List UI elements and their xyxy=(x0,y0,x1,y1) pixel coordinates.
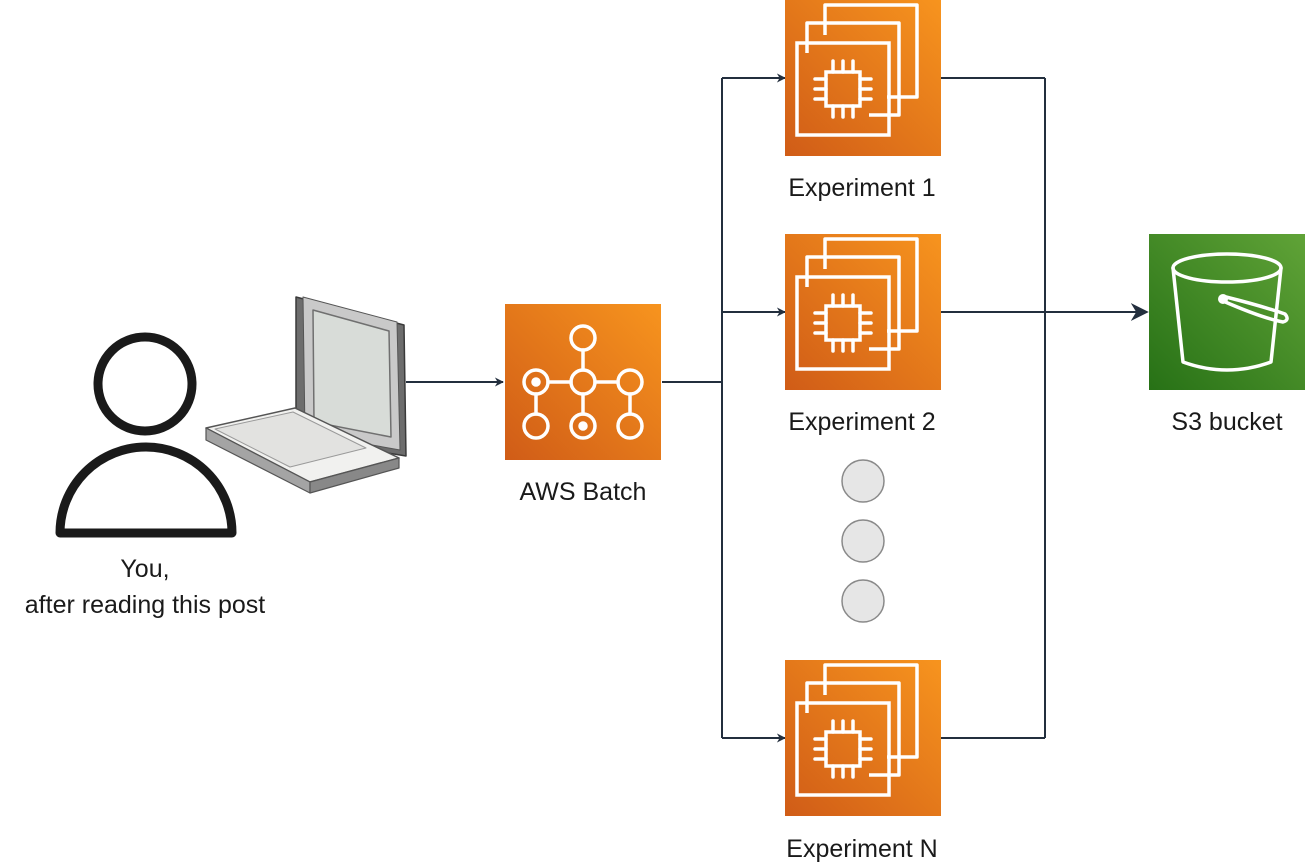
experiment-node-1: Experiment 1 xyxy=(785,0,941,202)
ellipsis-dot xyxy=(841,519,885,563)
ec2-instances-icon xyxy=(785,660,941,816)
ec2-instances-icon xyxy=(785,0,941,156)
s3-bucket-icon xyxy=(1149,234,1305,390)
aws-batch-icon xyxy=(505,304,661,460)
s3-bucket-label: S3 bucket xyxy=(1171,408,1282,436)
connectors xyxy=(406,73,1149,743)
aws-batch-node: AWS Batch xyxy=(505,304,661,506)
ellipsis-dot xyxy=(841,579,885,623)
experiment-label-2: Experiment 2 xyxy=(788,408,935,436)
user-node: You, after reading this post xyxy=(25,332,265,619)
s3-bucket-node: S3 bucket xyxy=(1149,234,1305,436)
user-label-line2: after reading this post xyxy=(25,591,265,619)
laptop-icon xyxy=(205,296,407,494)
experiment-label-n: Experiment N xyxy=(786,835,937,863)
user-label-line1: You, xyxy=(120,555,169,583)
aws-batch-label: AWS Batch xyxy=(520,478,647,506)
ec2-instances-icon xyxy=(785,234,941,390)
experiment-label-1: Experiment 1 xyxy=(788,174,935,202)
experiment-node-2: Experiment 2 xyxy=(785,234,941,436)
user-icon xyxy=(55,332,237,538)
experiment-node-n: Experiment N xyxy=(785,660,941,863)
ellipsis-dot xyxy=(841,459,885,503)
more-experiments-ellipsis xyxy=(841,459,885,623)
